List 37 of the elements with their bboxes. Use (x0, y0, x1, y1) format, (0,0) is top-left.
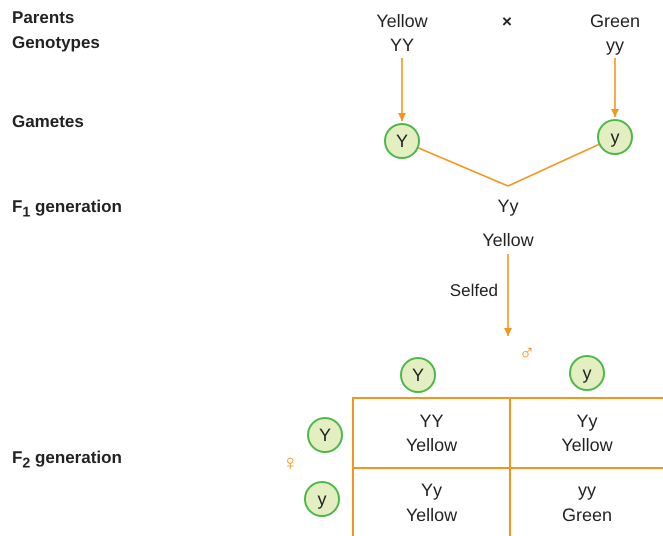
punnett-cell (509, 467, 663, 536)
connector-line (418, 147, 508, 187)
genotype-text: YY (390, 34, 414, 57)
punnett-cell (352, 397, 509, 467)
gamete-circle: y (597, 119, 633, 155)
gamete-circle: Y (384, 123, 420, 159)
genotype-text: Yy (497, 195, 518, 218)
arrow (504, 254, 512, 336)
generation-label: Parents (12, 8, 74, 28)
arrow (398, 58, 406, 121)
genotype-text: Yy (576, 410, 598, 433)
generation-label: Gametes (12, 112, 84, 132)
gamete-circle: Y (400, 357, 436, 393)
generation-label: Genotypes (12, 33, 100, 53)
generation-label: F$_{1}$ generation (12, 197, 122, 220)
phenotype-text: Yellow (406, 504, 458, 526)
male-symbol: ♂ (516, 338, 538, 368)
genotype-text: Yy (420, 479, 442, 502)
genotype-text: yy (606, 34, 624, 57)
phenotype-text: Yellow (561, 434, 613, 457)
genotype-text: YY (419, 410, 444, 433)
punnett-cell (352, 467, 509, 536)
connector-line (508, 144, 599, 187)
female-symbol: ♀ (282, 450, 298, 476)
gamete-circle: Y (307, 417, 343, 453)
cross-sign: × (502, 12, 512, 32)
generation-label: F$_{2}$ generation (12, 448, 122, 472)
phenotype-text: Green (562, 504, 612, 526)
phenotype-text: Green (590, 10, 640, 33)
phenotype-text: Yellow (482, 228, 534, 252)
phenotype-text: Yellow (376, 10, 428, 33)
punnett-cell (509, 397, 663, 467)
gamete-circle: y (304, 481, 340, 517)
arrow (611, 58, 619, 117)
genotype-text: yy (578, 479, 596, 502)
gamete-circle: y (569, 355, 605, 391)
phenotype-text: Yellow (406, 434, 458, 457)
